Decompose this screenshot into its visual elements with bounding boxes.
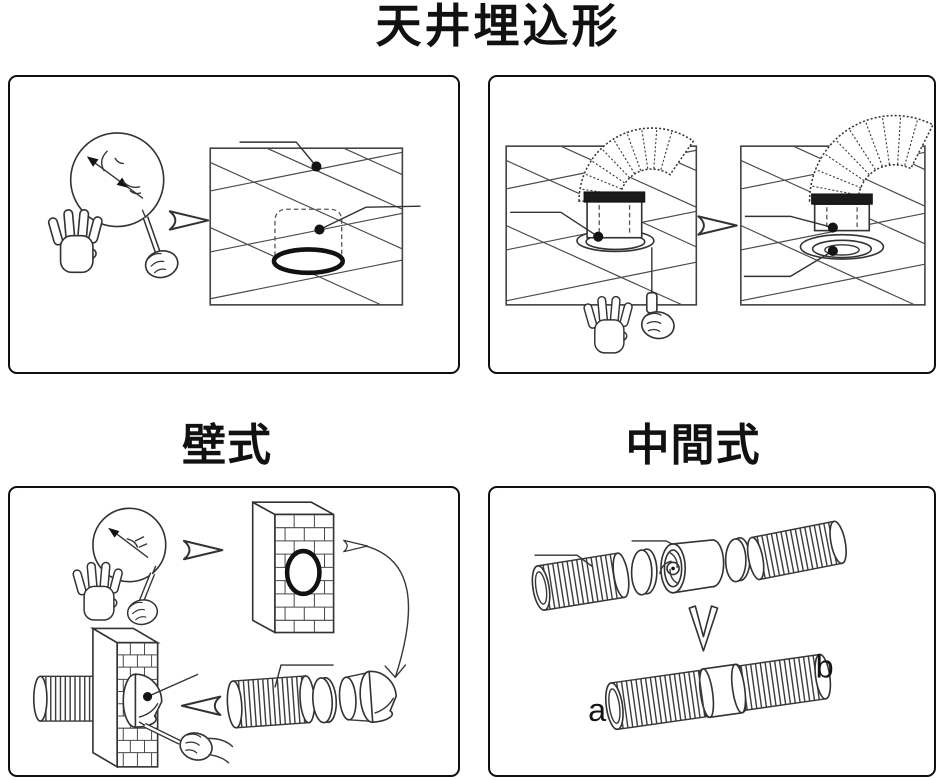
panel-ceiling-mark-hole [8, 75, 460, 374]
fan-unit-with-grille [799, 193, 885, 260]
magnifier-detail-icon [92, 507, 167, 583]
arrowhead [116, 177, 129, 188]
callout-dot [314, 224, 325, 235]
callout-dot [593, 231, 604, 242]
callout-hole [314, 205, 421, 235]
arrow-right-icon [697, 215, 738, 236]
duct-ring [630, 548, 658, 596]
panel-inline-assembly: a b [488, 486, 936, 777]
duct-ring [724, 537, 751, 583]
callout-dot [827, 222, 838, 233]
pencil-hand-icon [141, 209, 182, 282]
arrow-right-icon [168, 210, 210, 231]
callout-dot [142, 692, 153, 702]
mounting-flange [811, 193, 873, 205]
arrow-right-icon [182, 539, 224, 561]
fist-hand-icon [639, 309, 677, 342]
arrow-down-icon [688, 605, 719, 652]
inline-fan-unit [659, 539, 725, 594]
curved-arrow-icon [343, 539, 410, 679]
callout-ceiling-tile [239, 141, 322, 172]
panel-ceiling-install-duct [488, 75, 936, 374]
inline-assembly-illustration: a b [531, 520, 847, 731]
corrugated-duct-right [746, 520, 847, 581]
vent-hood [368, 670, 398, 724]
section-title-wall: 壁式 [182, 421, 272, 470]
callout-grille [743, 245, 838, 278]
wall-hole [284, 548, 322, 597]
mounting-flange [583, 191, 646, 203]
section-title-inline: 中間式 [625, 421, 761, 470]
fan-blades [659, 551, 679, 585]
hidden-fan-outline [274, 208, 343, 257]
magnifier-circle [92, 507, 167, 583]
pencil-hand-icon [124, 565, 160, 628]
magnifier-detail-icon [69, 132, 165, 228]
wall-install-illustration [32, 500, 410, 769]
fan-body [586, 200, 643, 239]
duct-ring-hood-assembly [226, 670, 398, 729]
leader-duct [274, 664, 334, 688]
section-title-ceiling: 天井埋込形 [375, 0, 621, 52]
ceiling-install-illustration [505, 114, 934, 354]
fist-hand-icon [175, 728, 217, 765]
label-duct-a: a [588, 692, 607, 728]
screwdriver-hands [582, 247, 677, 354]
brick-wall-with-hole [251, 500, 335, 634]
corrugated-duct [232, 675, 309, 728]
fan-unit [576, 191, 655, 253]
callout-body [744, 215, 838, 233]
open-hand-icon [71, 561, 124, 621]
wall-with-hood-installed [32, 627, 234, 769]
corrugated-duct-left [531, 552, 630, 611]
fan-body [813, 203, 871, 232]
screwdriver-handle [645, 291, 658, 314]
panel-wall-install [8, 486, 460, 777]
assembled-duct [604, 653, 832, 731]
label-duct-b: b [816, 648, 834, 684]
arrowhead [108, 527, 120, 538]
ceiling-grid [209, 147, 404, 306]
callout-dot [311, 161, 322, 172]
arrow-left-icon [180, 695, 222, 716]
flexible-duct-right [808, 114, 934, 202]
callout-dot [827, 245, 838, 257]
cut-hole [271, 247, 345, 276]
fan-body [672, 539, 725, 594]
callout-fan [510, 211, 604, 242]
ceiling-mark-illustration [46, 132, 421, 306]
open-hand-icon [46, 208, 104, 274]
arrowhead [86, 156, 99, 167]
